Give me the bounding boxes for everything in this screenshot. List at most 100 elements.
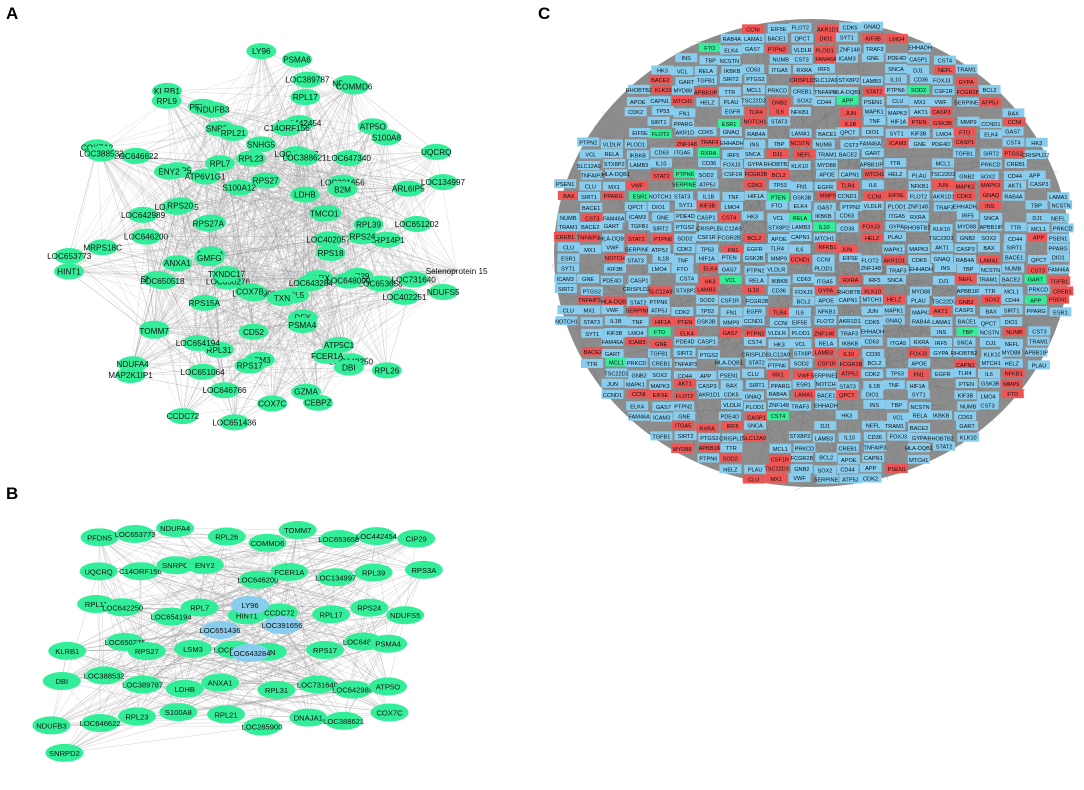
node-label: PTPN6 bbox=[654, 237, 672, 243]
node-label: FCGR2B bbox=[745, 172, 768, 178]
edge bbox=[299, 123, 325, 214]
network-node: MX1 bbox=[766, 369, 789, 379]
node-label: APOE bbox=[771, 237, 787, 243]
node-rect bbox=[767, 213, 790, 223]
network-node: LOC391656 bbox=[262, 616, 302, 634]
network-node: GART bbox=[956, 421, 979, 431]
network-node: FLOT2 bbox=[907, 191, 930, 201]
network-node: MX1 bbox=[578, 305, 601, 315]
network-node: MMP9 bbox=[1000, 379, 1023, 389]
network-node: CST4 bbox=[675, 273, 698, 283]
node-rect bbox=[673, 347, 696, 357]
node-rect bbox=[744, 158, 767, 168]
node-rect bbox=[839, 253, 862, 263]
network-node: LOC646200 bbox=[124, 228, 169, 245]
node-label: SLC12A9 bbox=[577, 164, 601, 170]
edge bbox=[302, 291, 444, 318]
node-label: IRF5 bbox=[727, 153, 739, 159]
node-rect bbox=[648, 96, 671, 106]
node-label: MAPK1 bbox=[626, 382, 645, 388]
node-label: IL10 bbox=[844, 436, 855, 442]
node-label: TLR4 bbox=[749, 110, 763, 116]
network-node: RELA bbox=[745, 275, 768, 285]
node-label: NDUFA4 bbox=[160, 524, 190, 533]
node-rect bbox=[1024, 274, 1047, 284]
network-node: HK3 bbox=[651, 65, 674, 75]
network-node: LOC389787 bbox=[122, 675, 163, 694]
node-rect bbox=[695, 284, 718, 294]
network-node: PRKCD bbox=[979, 159, 1002, 169]
network-node: HIF1A bbox=[695, 253, 718, 263]
edge bbox=[249, 239, 387, 366]
node-label: TNF bbox=[728, 195, 739, 201]
node-rect bbox=[694, 87, 717, 97]
edge bbox=[211, 194, 306, 223]
node-label: HLA-DQB1 bbox=[715, 361, 743, 367]
network-node: PLOD1 bbox=[624, 139, 647, 149]
edge bbox=[267, 542, 424, 571]
node-rect bbox=[743, 139, 766, 149]
node-rect bbox=[699, 223, 722, 233]
network-node: SNRPD2 bbox=[45, 743, 84, 762]
edge bbox=[326, 212, 381, 284]
network-node: PTGS2 bbox=[580, 286, 603, 296]
network-node: LOC388621 bbox=[283, 149, 327, 166]
node-label: QPCT bbox=[794, 37, 810, 43]
node-label: BCL2 bbox=[747, 236, 761, 242]
node-ellipse bbox=[312, 605, 351, 624]
edge bbox=[226, 252, 331, 275]
network-node: DIO1 bbox=[861, 127, 884, 137]
network-node: FCGR2B bbox=[791, 453, 814, 463]
node-label: TRAM1 bbox=[957, 67, 976, 73]
node-ellipse bbox=[347, 228, 378, 245]
node-rect bbox=[674, 336, 697, 346]
node-rect bbox=[932, 128, 955, 138]
node-label: LOC402251 bbox=[382, 293, 427, 302]
node-label: LMO4 bbox=[936, 132, 951, 138]
node-ellipse bbox=[231, 596, 269, 614]
network-node: QPCT bbox=[791, 33, 814, 43]
node-label: BAX bbox=[726, 383, 737, 389]
network-node: STAT3 bbox=[624, 255, 647, 265]
node-rect bbox=[718, 212, 741, 222]
node-rect bbox=[1004, 222, 1027, 232]
network-node: DJ1 bbox=[907, 65, 930, 75]
node-rect bbox=[651, 65, 674, 75]
network-node: PRKCD bbox=[793, 443, 816, 453]
node-label: CASP1 bbox=[747, 415, 765, 421]
node-rect bbox=[932, 158, 955, 168]
node-label: TTR bbox=[1010, 225, 1021, 231]
node-rect bbox=[647, 116, 670, 126]
node-ellipse bbox=[295, 274, 326, 291]
node-label: KLRB1 bbox=[55, 647, 79, 656]
network-node: TRAM1 bbox=[1027, 336, 1050, 346]
node-label: STAT2 bbox=[628, 237, 645, 243]
node-label: APBB1IP bbox=[694, 90, 718, 96]
network-node: LOC731640 bbox=[392, 271, 436, 288]
node-label: IL1B bbox=[869, 384, 881, 390]
node-ellipse bbox=[45, 743, 84, 762]
network-node: SLC12A9 bbox=[649, 286, 672, 296]
edge bbox=[305, 236, 363, 392]
network-node: TTR bbox=[720, 443, 743, 453]
network-node: CST3 bbox=[976, 400, 999, 410]
edge bbox=[246, 615, 309, 718]
node-label: CDK2 bbox=[863, 477, 878, 483]
node-label: ESR1 bbox=[722, 122, 737, 128]
node-rect bbox=[744, 328, 767, 338]
node-rect bbox=[674, 233, 697, 243]
node-label: EIF5E bbox=[632, 131, 648, 137]
network-node: ANXA1 bbox=[162, 255, 193, 272]
node-label: FN1 bbox=[726, 310, 737, 316]
node-rect bbox=[601, 242, 624, 252]
network-node: VLDLR bbox=[765, 264, 788, 274]
node-label: BCL2 bbox=[772, 173, 786, 179]
node-rect bbox=[885, 53, 908, 63]
node-ellipse bbox=[234, 357, 265, 374]
network-node: TP53 bbox=[696, 305, 719, 315]
node-rect bbox=[554, 284, 577, 294]
network-node: LOC646766 bbox=[202, 382, 247, 399]
node-label: CAPN1 bbox=[864, 456, 883, 462]
edge bbox=[213, 109, 340, 345]
network-node: SIRT1 bbox=[578, 191, 601, 201]
